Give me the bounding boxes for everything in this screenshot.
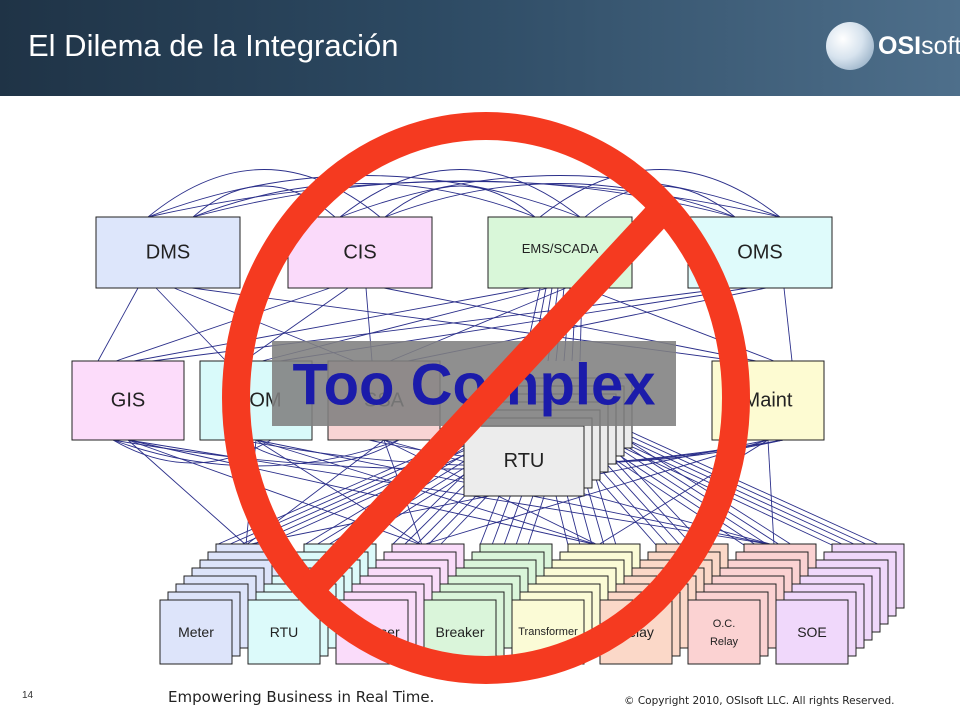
middle-arc-line	[112, 439, 784, 470]
top-arc-line	[384, 183, 736, 218]
device-label: RTU	[270, 624, 299, 640]
system-label: OMS	[737, 242, 783, 264]
logo-brand-light: soft	[921, 32, 960, 60]
integration-diagram: DMSCISEMS/SCADAOMSGISWOMSSAMaintRTUMeter…	[71, 112, 905, 684]
top-arc-line	[147, 169, 381, 218]
rtu-box	[463, 425, 585, 497]
system-box-dms	[95, 216, 241, 289]
device-link-line	[421, 439, 769, 546]
device-label: O.C.Relay	[710, 618, 739, 648]
top-arc-line	[384, 185, 536, 218]
device-label: Breaker	[435, 624, 484, 640]
device-label: Meter	[178, 624, 214, 640]
page-number: 14	[22, 690, 34, 701]
osisoft-logo-icon	[826, 22, 874, 70]
mesh-line	[243, 287, 349, 362]
top-arc-line	[339, 169, 581, 218]
osisoft-logo-text: OSIsoft®	[878, 32, 960, 61]
device-link-line	[255, 439, 599, 546]
prohibition-slash-icon	[299, 198, 675, 600]
mesh-line	[97, 287, 139, 362]
system-label: CIS	[343, 242, 376, 264]
top-arc-line	[147, 181, 781, 218]
footer-copyright: © Copyright 2010, OSIsoft LLC. All right…	[624, 695, 895, 707]
top-arc-line	[147, 175, 581, 218]
device-label: Transformer	[518, 626, 578, 638]
device-link-line	[767, 439, 775, 546]
system-label: EMS/SCADA	[522, 241, 599, 256]
device-link-line	[127, 439, 247, 546]
middle-arc-line	[240, 439, 400, 464]
system-box-gis	[71, 360, 185, 441]
mesh-line	[115, 287, 331, 362]
system-label: Maint	[744, 390, 793, 412]
title-bar: El Dilema de la Integración OSIsoft®	[0, 0, 960, 96]
top-arc-line	[192, 183, 536, 218]
logo-brand-bold: OSI	[878, 32, 922, 60]
system-boxes: DMSCISEMS/SCADAOMSGISWOMSSAMaintRTUMeter…	[71, 216, 905, 665]
device-box	[687, 599, 761, 665]
prohibition-circle-icon	[222, 112, 750, 684]
device-box	[159, 599, 233, 665]
device-link-line	[255, 439, 423, 546]
top-arc-line	[339, 175, 781, 218]
mesh-line	[783, 287, 793, 362]
device-box	[775, 599, 849, 665]
footer-tagline: Empowering Business in Real Time.	[168, 688, 435, 706]
device-box	[247, 599, 321, 665]
osisoft-logo: OSIsoft®	[826, 22, 960, 74]
device-link-line	[127, 439, 599, 546]
slide-title: El Dilema de la Integración	[28, 28, 399, 63]
too-complex-overlay: Too Complex	[222, 112, 750, 684]
system-box-cis	[287, 216, 433, 289]
system-label: GIS	[111, 390, 145, 412]
top-arc-line	[539, 169, 781, 218]
device-label: SOE	[797, 624, 827, 640]
system-label: DMS	[146, 242, 190, 264]
mesh-line	[155, 287, 227, 362]
rtu-label: RTU	[504, 450, 545, 472]
mesh-line	[133, 287, 531, 362]
